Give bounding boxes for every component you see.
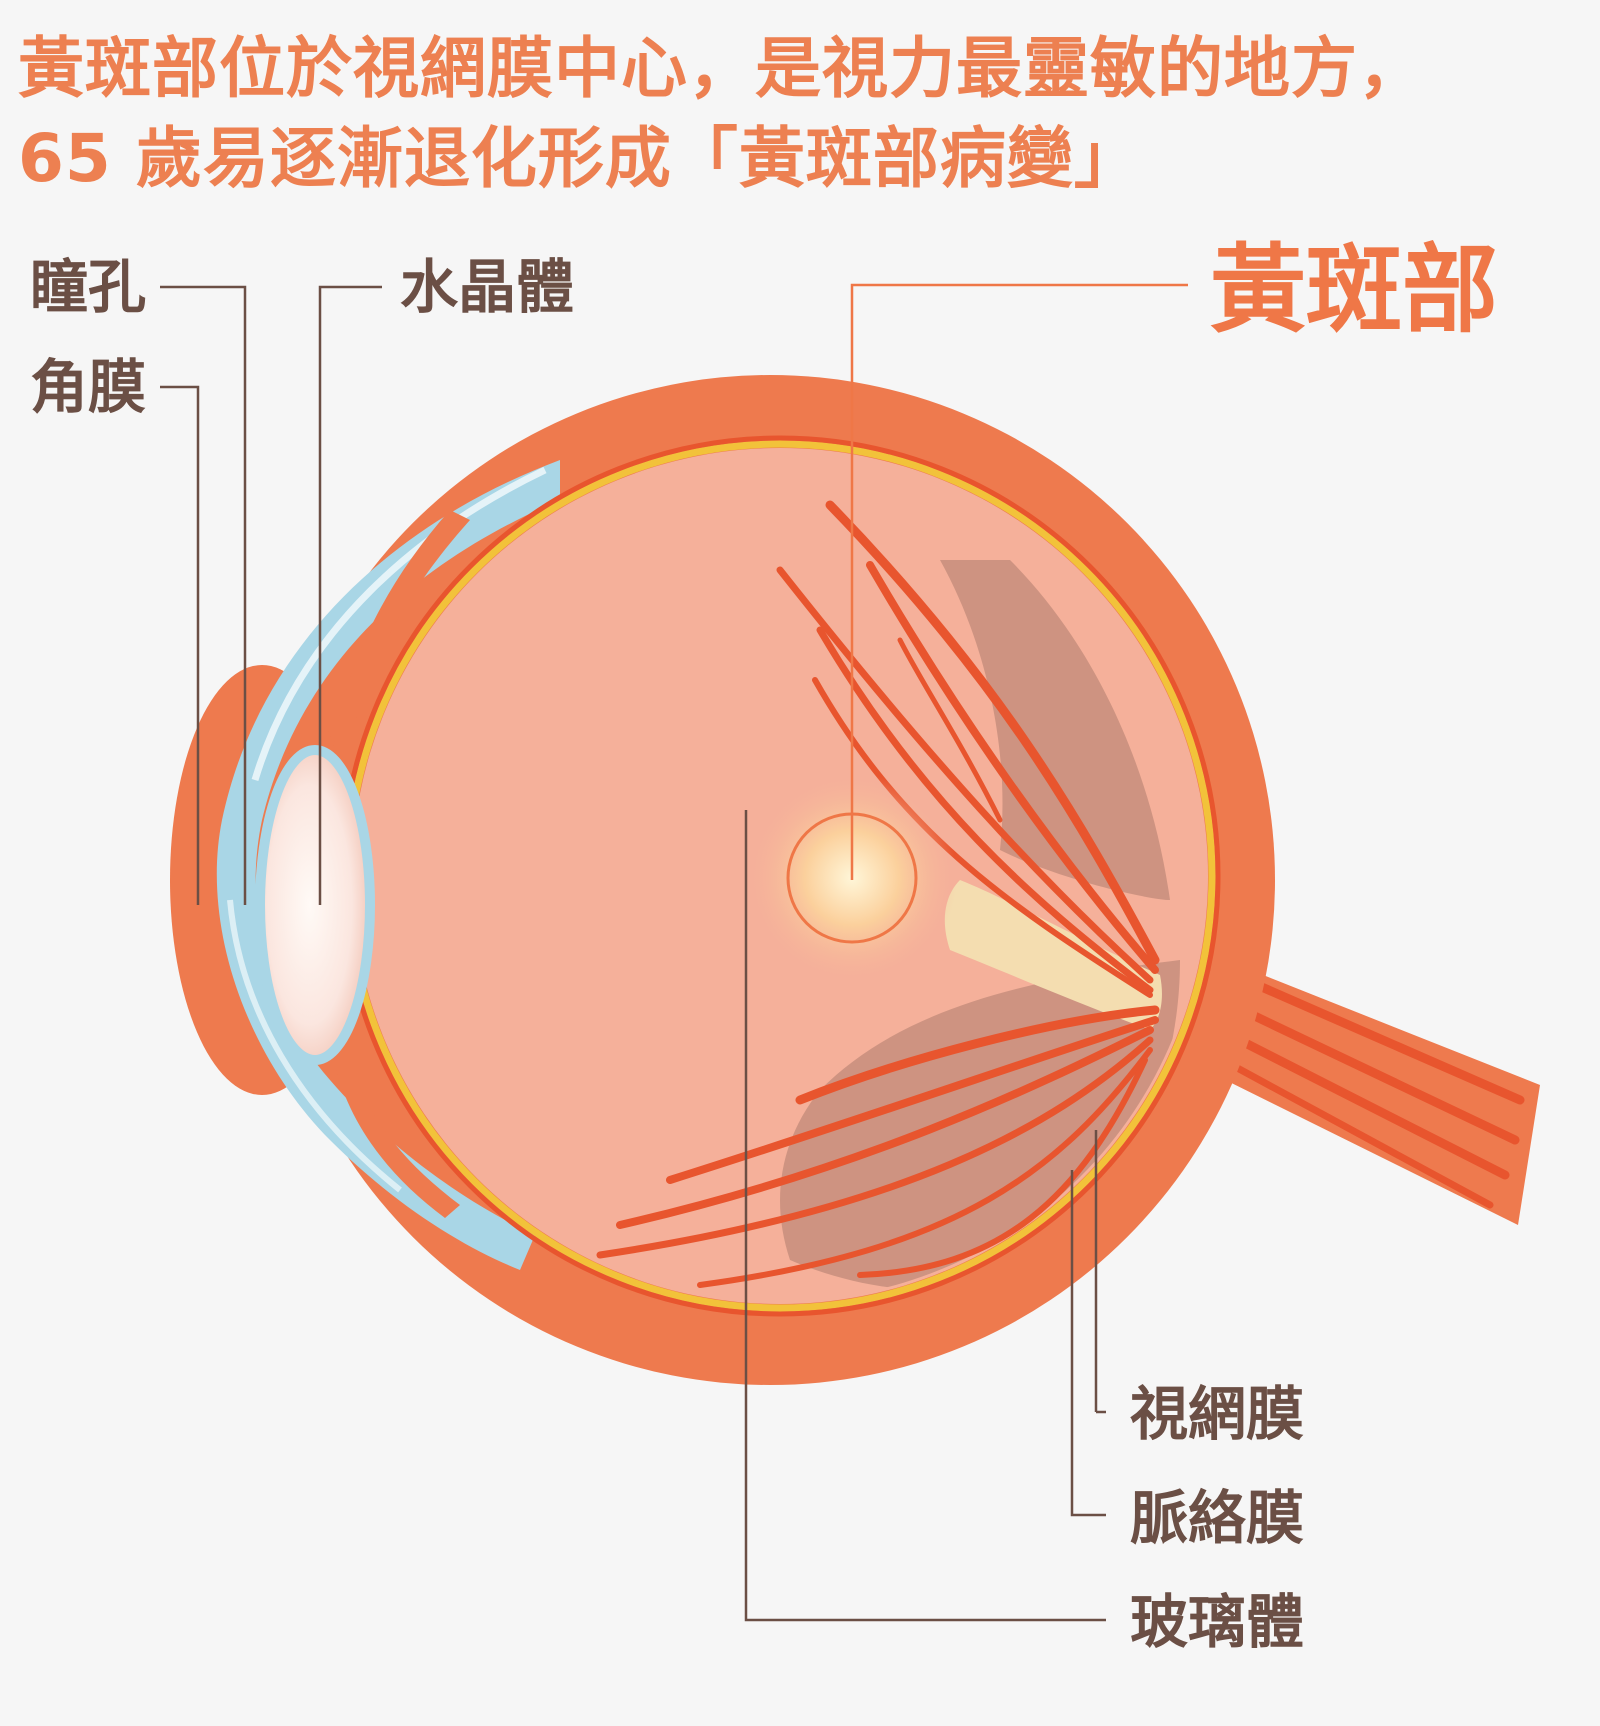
optic-disc — [944, 880, 1162, 1030]
leader-line-lens — [318, 285, 382, 905]
lens — [255, 745, 375, 1065]
leader-line-choroid — [1070, 1170, 1106, 1517]
leader-line-vitreous — [744, 810, 1106, 1622]
leader-line-cornea — [160, 385, 200, 905]
leader-line-macula — [850, 283, 1188, 880]
optic-nerve — [1175, 940, 1540, 1225]
label-retina: 視網膜 — [1130, 1380, 1305, 1448]
label-vitreous: 玻璃體 — [1130, 1588, 1305, 1656]
label-lens: 水晶體 — [400, 253, 575, 321]
headline-line-2: 65 歲易逐漸退化形成「黃斑部病變」 — [18, 120, 1141, 197]
headline: 黃斑部位於視網膜中心，是視力最靈敏的地方， 65 歲易逐漸退化形成「黃斑部病變」 — [18, 24, 1588, 204]
label-pupil: 瞳孔 — [30, 253, 147, 321]
label-cornea: 角膜 — [30, 353, 147, 421]
leader-line-pupil — [160, 285, 247, 905]
label-macula: 黃斑部 — [1210, 234, 1498, 346]
iris-lower — [330, 1040, 460, 1218]
leader-lines — [160, 283, 1188, 1622]
label-choroid: 脈絡膜 — [1130, 1484, 1305, 1552]
headline-line-1: 黃斑部位於視網膜中心，是視力最靈敏的地方， — [18, 30, 1425, 107]
blood-vessels — [596, 500, 1160, 1288]
